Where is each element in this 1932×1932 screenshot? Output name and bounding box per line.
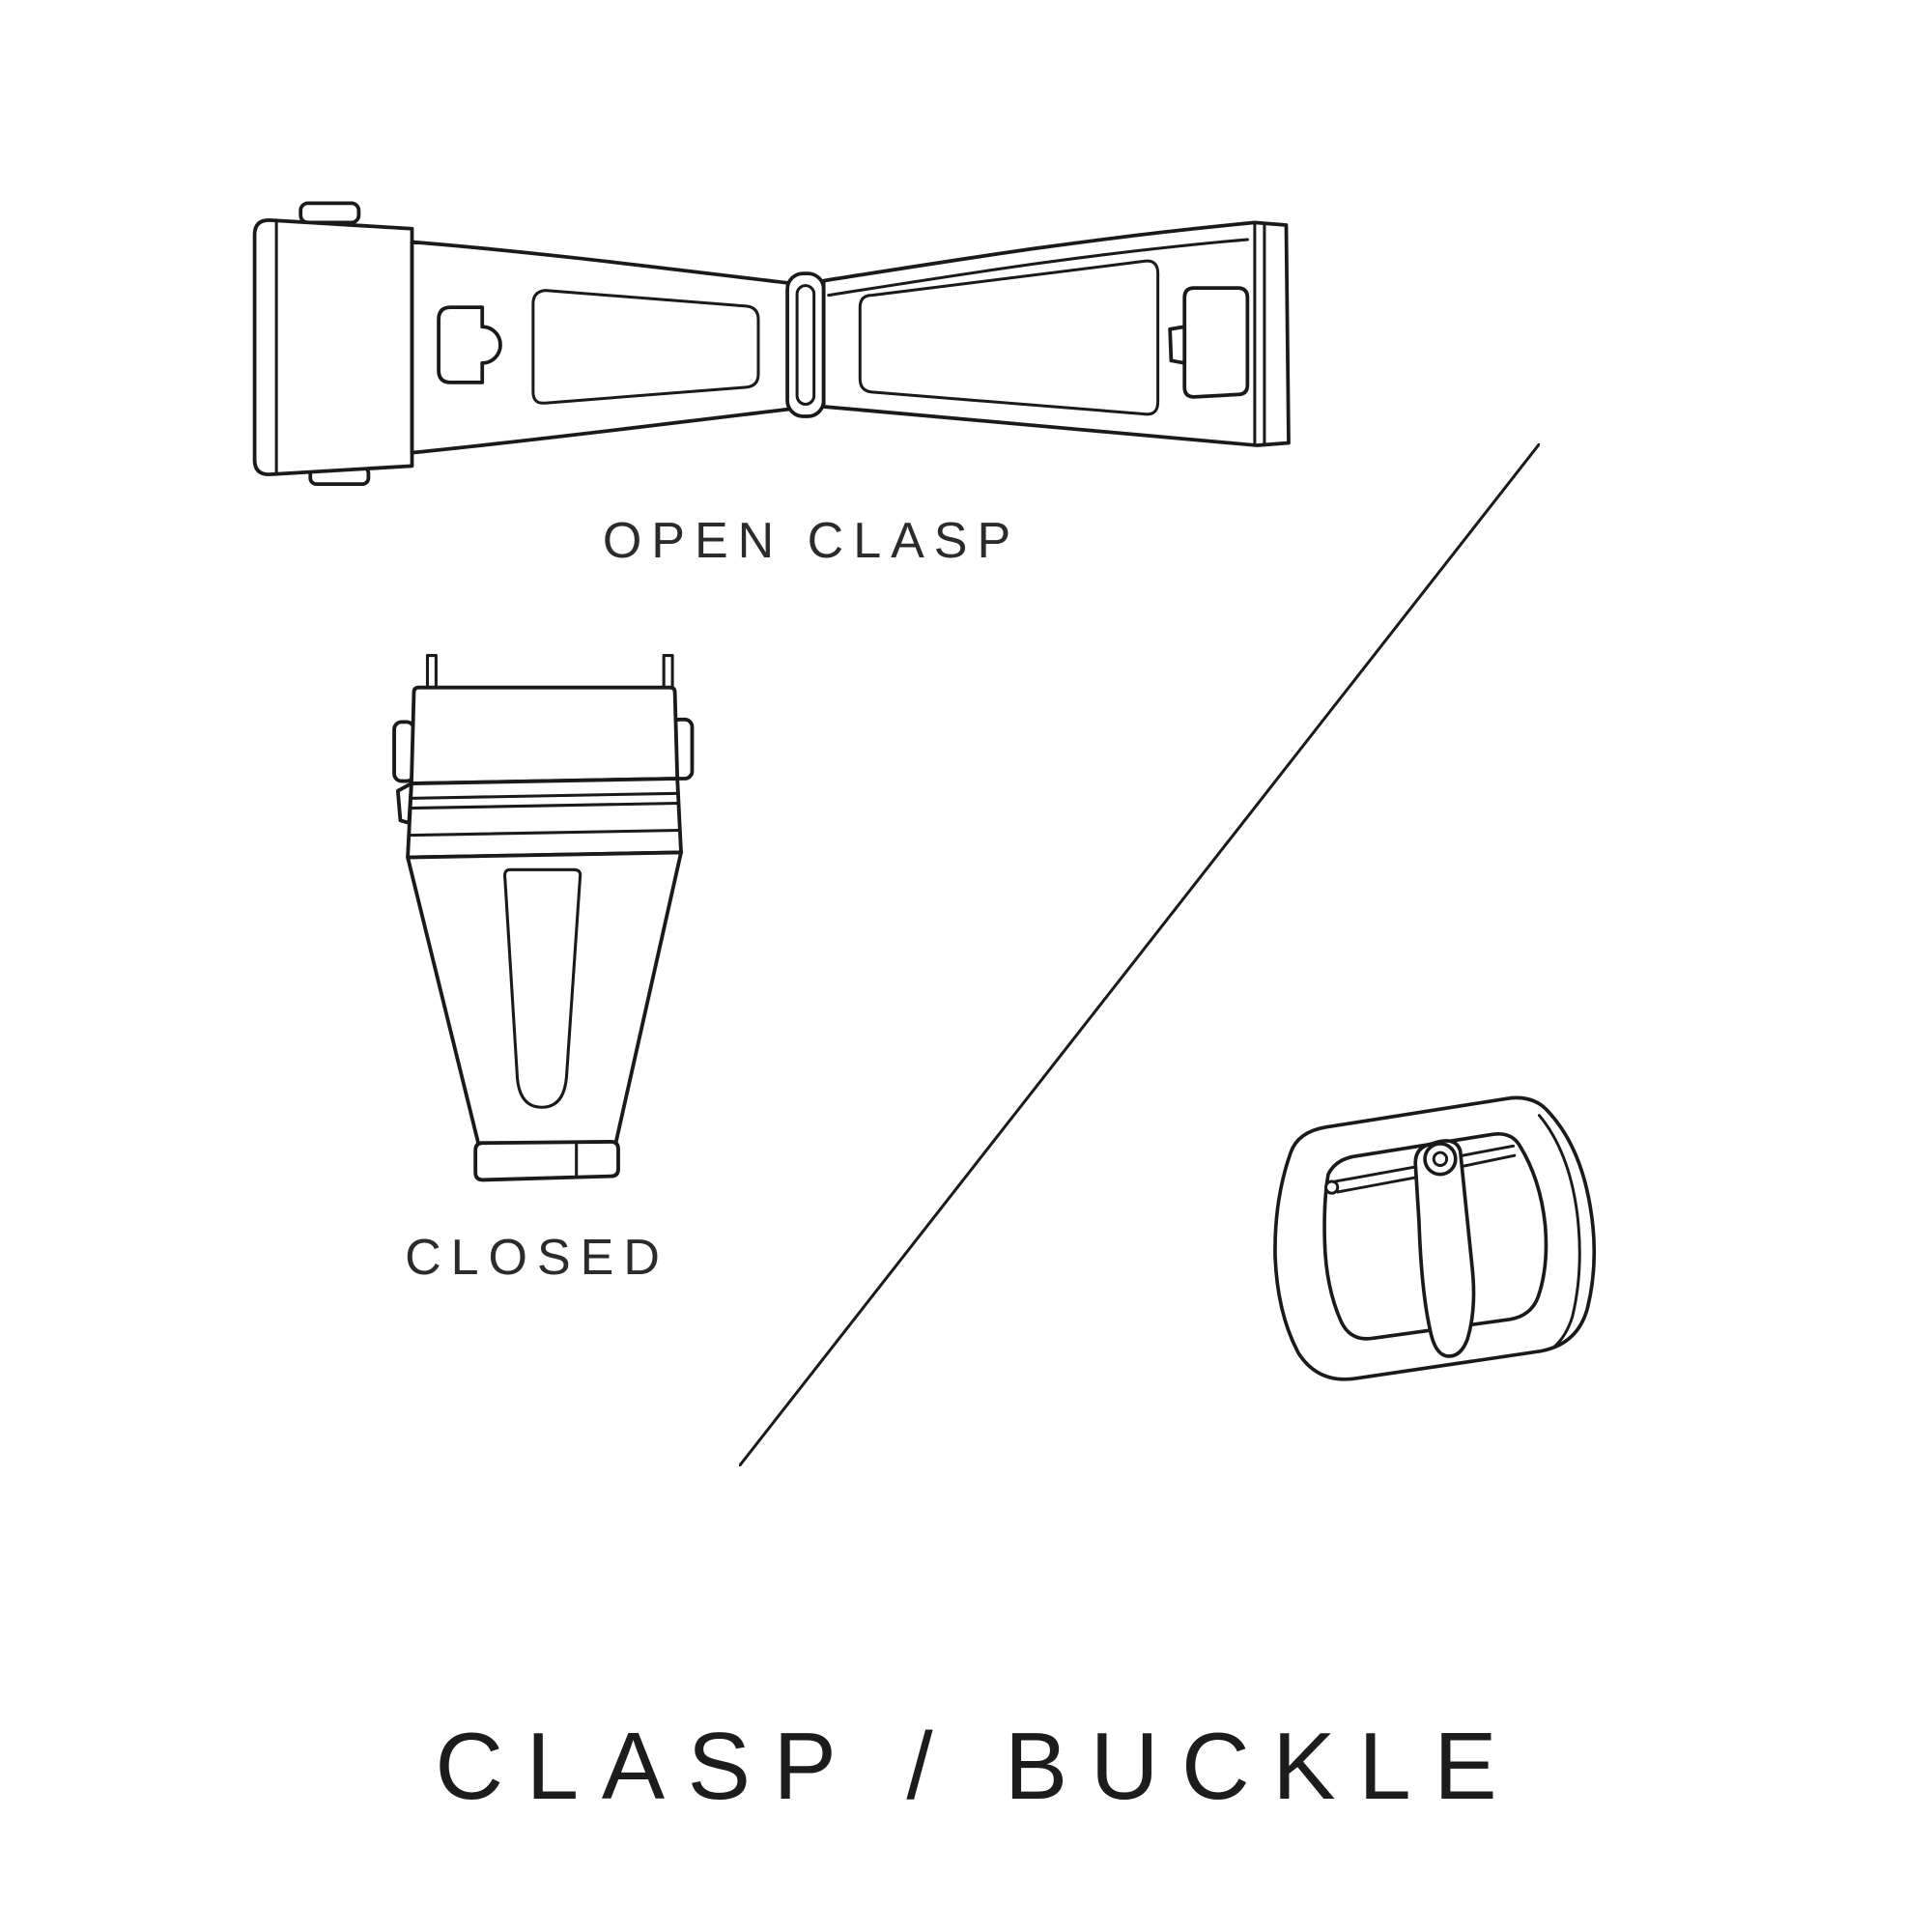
closed-clasp-illustration <box>392 654 695 1182</box>
diagonal-divider-line <box>739 443 1540 1466</box>
open-clasp-label: OPEN CLASP <box>602 513 1021 569</box>
open-clasp-illustration <box>252 201 1291 487</box>
buckle-spring-bar <box>1324 1144 1517 1195</box>
closed-clasp-body <box>392 654 695 1182</box>
buckle-tongue <box>1413 1139 1476 1358</box>
left-strap-link <box>410 240 792 455</box>
right-strap-link <box>821 220 1291 447</box>
page-title: CLASP / BUCKLE <box>435 1713 1520 1819</box>
closed-clasp-label: CLOSED <box>405 1230 669 1286</box>
buckle-illustration <box>1273 1095 1597 1381</box>
center-hinge <box>785 271 826 418</box>
left-end-link <box>252 201 414 487</box>
